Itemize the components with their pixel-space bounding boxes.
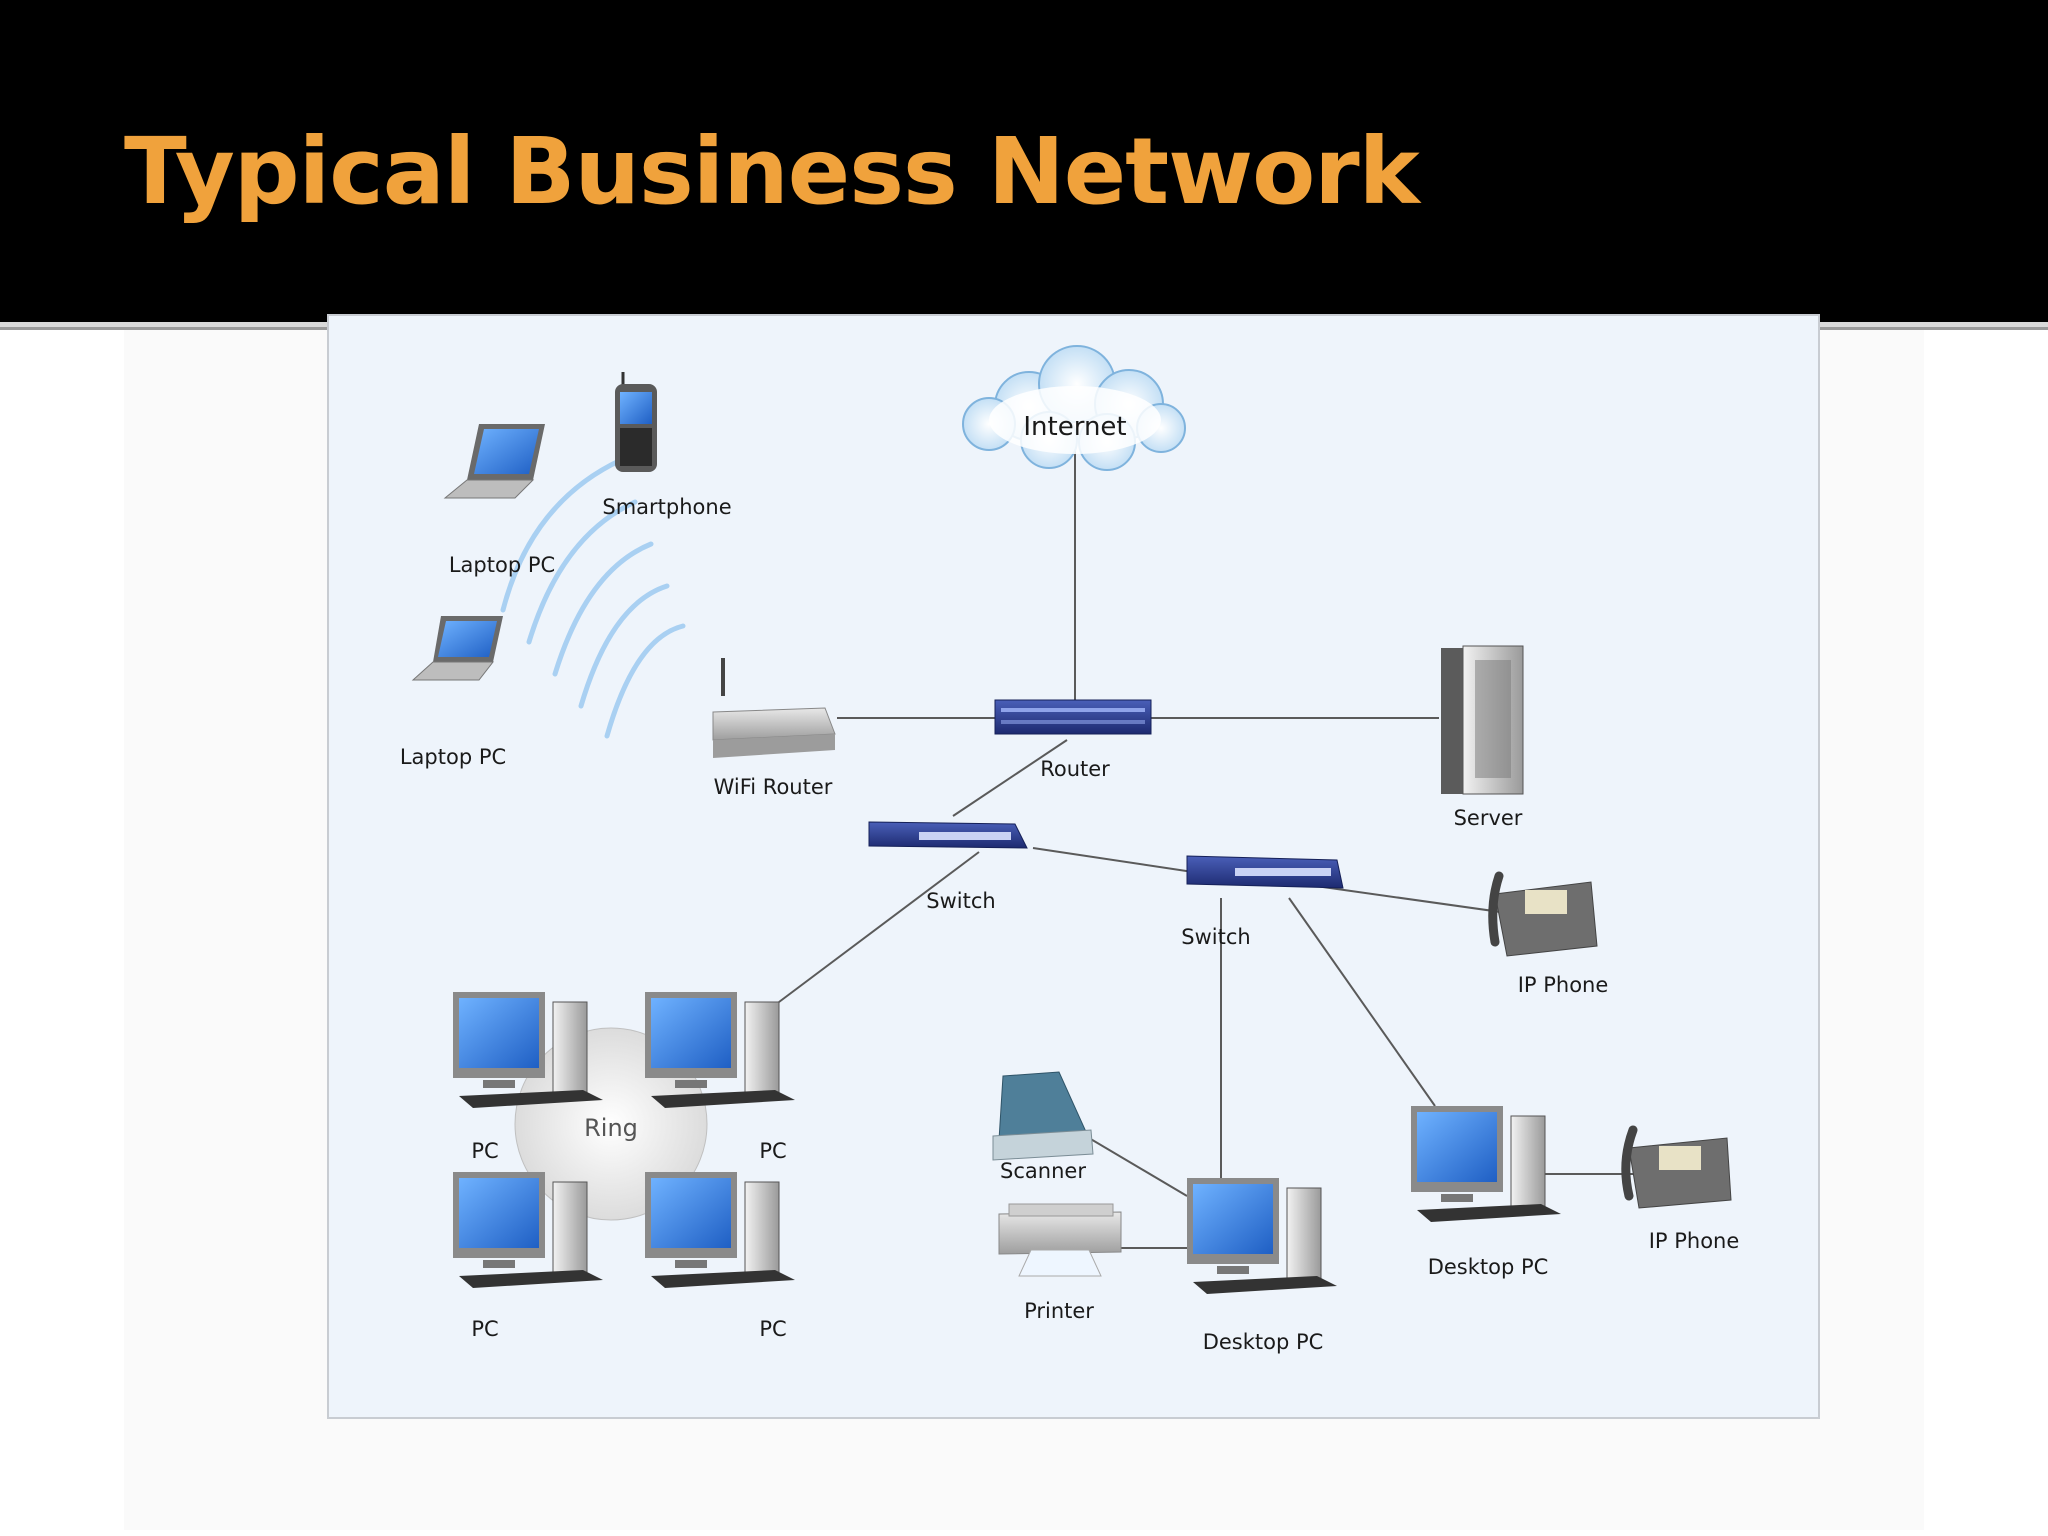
- switch2-label: Switch: [1181, 925, 1250, 949]
- title-bar: [0, 0, 2048, 322]
- laptop-icon: [443, 424, 545, 499]
- link-switch2-desktop2: [1288, 897, 1436, 1107]
- ip-phone-icon: [1488, 871, 1598, 957]
- network-diagram: Internet Smartphone Laptop PC Laptop PC …: [327, 314, 1820, 1419]
- laptop2-label: Laptop PC: [400, 745, 506, 769]
- smartphone-icon: [615, 372, 657, 472]
- switch-icon: [1186, 855, 1344, 889]
- router-icon: [994, 699, 1152, 735]
- laptop1-label: Laptop PC: [449, 553, 555, 577]
- ip-phone-icon: [1621, 1125, 1732, 1209]
- internet-label: Internet: [1023, 412, 1126, 442]
- laptop-icon: [411, 616, 503, 681]
- switch1-label: Switch: [926, 889, 995, 913]
- desktop-pc-icon: [1187, 1178, 1337, 1294]
- router-label: Router: [1040, 757, 1110, 781]
- pc-icon: [453, 1172, 603, 1288]
- link-switch1-ring: [778, 851, 980, 1003]
- pc2-label: PC: [759, 1139, 786, 1163]
- pc-icon: [453, 992, 603, 1108]
- scanner-icon: [992, 1071, 1094, 1161]
- link-scanner-desktop1: [1088, 1137, 1188, 1197]
- smartphone-label: Smartphone: [602, 495, 731, 519]
- pc-icon: [645, 992, 795, 1108]
- desktop1-label: Desktop PC: [1203, 1330, 1324, 1354]
- server-icon: [1441, 645, 1524, 795]
- wifi-signal-icon: [500, 457, 686, 739]
- network-diagram-canvas: Internet Smartphone Laptop PC Laptop PC …: [400, 345, 1740, 1354]
- wifi-router-label: WiFi Router: [714, 775, 833, 799]
- pc4-label: PC: [759, 1317, 786, 1341]
- pc1-label: PC: [471, 1139, 498, 1163]
- server-label: Server: [1454, 806, 1523, 830]
- printer-label: Printer: [1024, 1299, 1094, 1323]
- scanner-label: Scanner: [1000, 1159, 1086, 1183]
- switch-icon: [868, 821, 1028, 849]
- pc3-label: PC: [471, 1317, 498, 1341]
- desktop2-label: Desktop PC: [1428, 1255, 1549, 1279]
- link-switch1-switch2: [1032, 847, 1194, 873]
- pc-icon: [645, 1172, 795, 1288]
- printer-icon: [998, 1203, 1122, 1277]
- desktop-pc-icon: [1411, 1106, 1561, 1222]
- ip-phone1-label: IP Phone: [1518, 973, 1609, 997]
- slide-title: Typical Business Network: [124, 118, 1420, 225]
- connections: [778, 451, 1639, 1249]
- wifi-router-icon: [712, 658, 836, 758]
- ring-label: Ring: [584, 1114, 638, 1142]
- link-router-switch1: [952, 739, 1068, 817]
- ip-phone2-label: IP Phone: [1649, 1229, 1740, 1253]
- internet-cloud-icon: [962, 345, 1186, 471]
